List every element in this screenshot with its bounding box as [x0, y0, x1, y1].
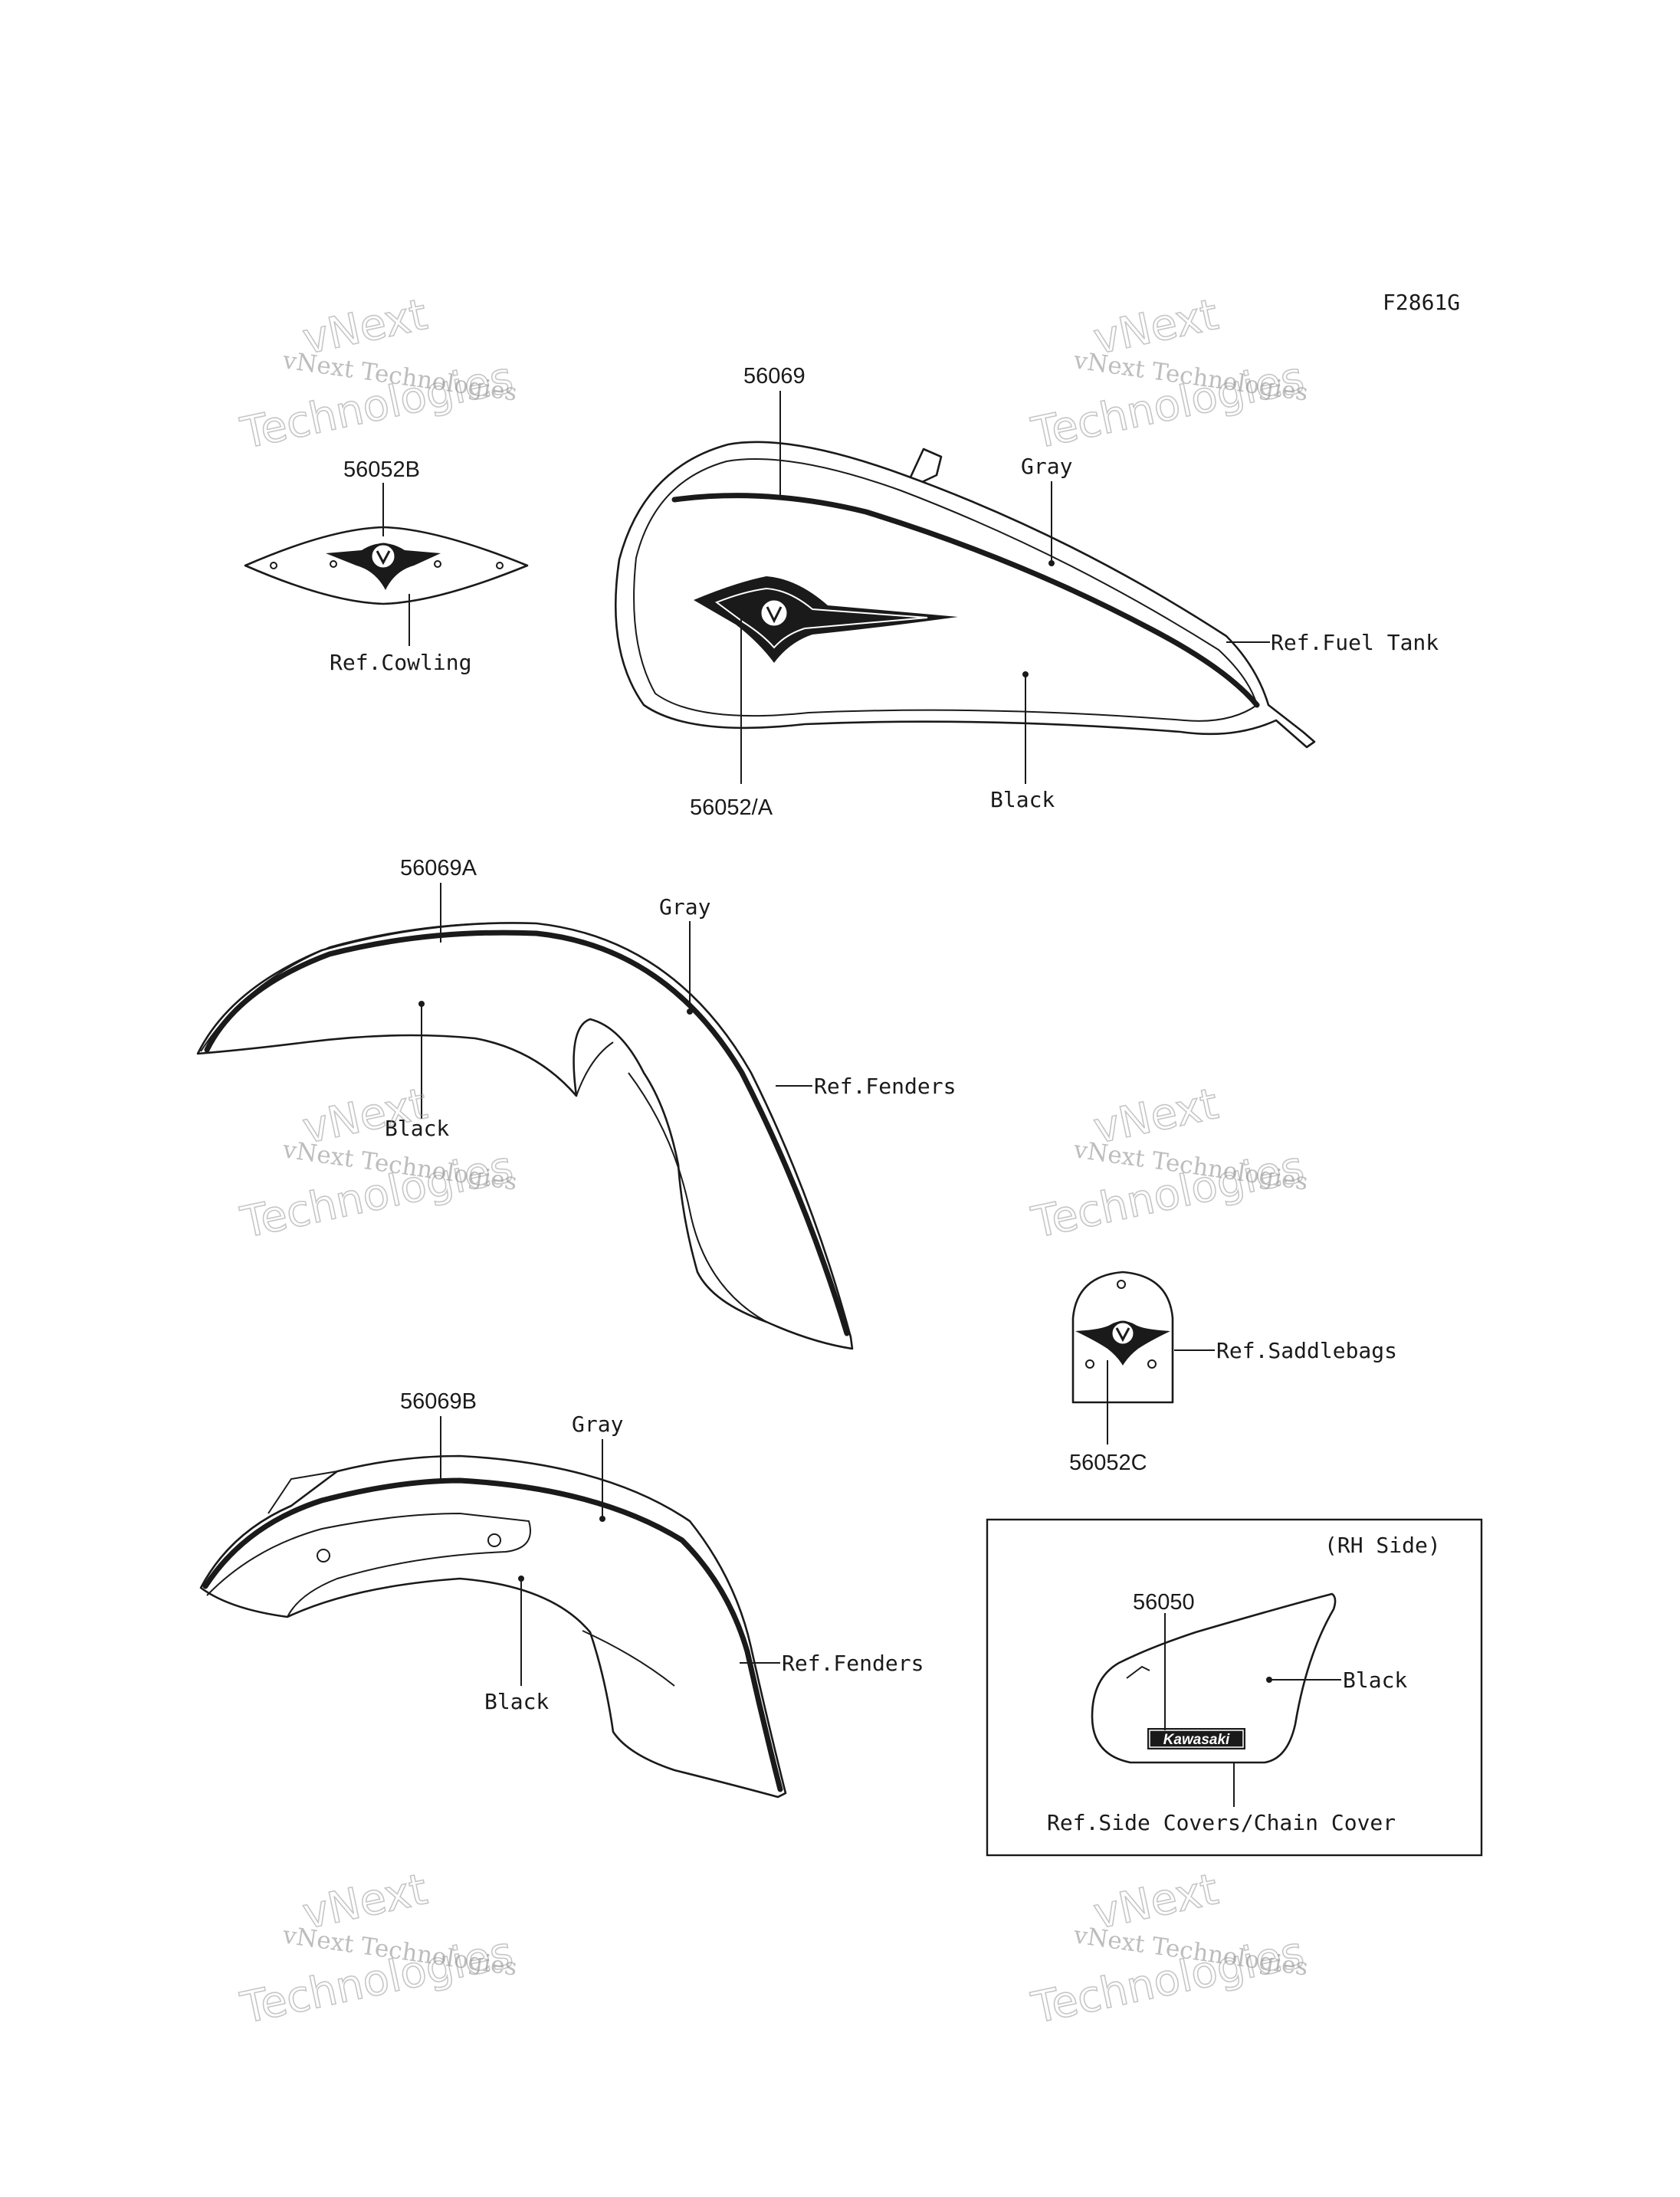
watermark-middle-left: vNext Technologies vNext Technologies	[236, 1078, 519, 1248]
watermark-bottom-left: vNext Technologies vNext Technologies	[236, 1864, 519, 2034]
fuel-tank-gray-label: Gray	[1021, 454, 1072, 479]
figure-code: F2861G	[1383, 290, 1460, 315]
kawasaki-logo-text: Kawasaki	[1163, 1732, 1230, 1748]
fuel-tank-stripe-part-number: 56069	[743, 364, 806, 389]
svg-text:vNext: vNext	[298, 1864, 431, 1940]
watermark-top-right: vNext Technologies vNext Technologies	[1027, 289, 1310, 459]
side-cover-illustration: Kawasaki	[1091, 1592, 1341, 1807]
watermark-middle-right: vNext Technologies vNext Technologies	[1027, 1078, 1310, 1248]
saddlebag-ref-label: Ref.Saddlebags	[1216, 1338, 1397, 1363]
rear-fender-black-label: Black	[484, 1689, 549, 1714]
svg-text:vNext: vNext	[298, 1079, 431, 1154]
side-cover-part-number: 56050	[1133, 1590, 1195, 1615]
fuel-tank-emblem-part-number: 56052/A	[690, 795, 773, 820]
fuel-tank-ref-label: Ref.Fuel Tank	[1271, 630, 1439, 655]
svg-text:vNext: vNext	[1089, 1079, 1222, 1154]
rear-fender-illustration	[199, 1416, 787, 1799]
front-fender-black-label: Black	[385, 1116, 449, 1141]
fuel-tank-illustration	[614, 391, 1316, 784]
saddlebag-part-number: 56052C	[1069, 1451, 1147, 1475]
side-cover-ref-label: Ref.Side Covers/Chain Cover	[1047, 1810, 1396, 1835]
watermark-top-left: vNext Technologies vNext Technologies	[236, 289, 519, 459]
cowling-part-number: 56052B	[343, 457, 420, 482]
front-fender-part-number: 56069A	[400, 856, 477, 880]
fuel-tank-black-label: Black	[990, 787, 1055, 812]
side-cover-side-label: (RH Side)	[1324, 1533, 1441, 1558]
rear-fender-part-number: 56069B	[400, 1389, 477, 1414]
saddlebag-emblem-illustration	[1071, 1271, 1215, 1444]
cowling-ref-label: Ref.Cowling	[330, 650, 471, 675]
rear-fender-ref-label: Ref.Fenders	[782, 1651, 924, 1676]
svg-text:vNext: vNext	[1089, 290, 1222, 365]
side-cover-black-label: Black	[1343, 1667, 1407, 1693]
front-fender-illustration	[196, 883, 854, 1350]
watermark-bottom-right: vNext Technologies vNext Technologies	[1027, 1864, 1310, 2034]
svg-text:vNext: vNext	[1089, 1864, 1222, 1940]
svg-text:vNext: vNext	[298, 290, 431, 365]
front-fender-gray-label: Gray	[659, 894, 710, 920]
rear-fender-gray-label: Gray	[572, 1412, 623, 1437]
cowling-emblem-illustration	[244, 483, 529, 646]
front-fender-ref-label: Ref.Fenders	[814, 1074, 956, 1099]
